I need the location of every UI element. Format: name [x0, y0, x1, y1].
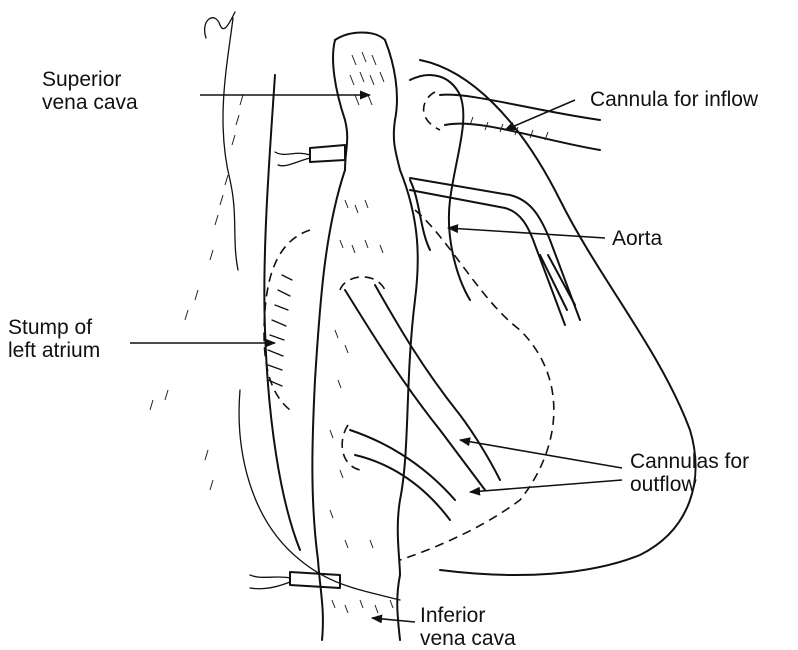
- stump-dashed-outline: [264, 230, 310, 410]
- svc-snare-ties: [275, 152, 310, 166]
- stump-suture-line: [268, 275, 292, 386]
- leader-outflow-2: [470, 480, 622, 492]
- atrium-left: [312, 170, 345, 560]
- clamp-jaws: [540, 255, 575, 310]
- ivc-snare-ties: [250, 575, 290, 589]
- label-outflow-line-1: Cannulas for: [630, 450, 749, 473]
- label-ivc-line-1: Inferior: [420, 604, 516, 627]
- heart-dashed-line: [400, 210, 554, 560]
- label-stump-line-1: Stump of: [8, 316, 100, 339]
- label-outflow-line-2: outflow: [630, 473, 749, 496]
- outflow-purse-string-1: [340, 277, 385, 290]
- label-ivc-line-2: vena cava: [420, 627, 516, 650]
- leader-outflow-1: [460, 440, 622, 468]
- label-svc-line-2: vena cava: [42, 91, 138, 114]
- svc-tourniquet: [310, 145, 345, 162]
- outflow-cannula-1-right: [375, 285, 500, 480]
- label-stump-line-2: left atrium: [8, 339, 100, 362]
- inflow-purse-string: [424, 92, 440, 130]
- label-superior-vena-cava: Superior vena cava: [42, 68, 138, 114]
- label-aorta: Aorta: [612, 227, 662, 250]
- leader-aorta: [448, 228, 605, 238]
- hatching: [150, 52, 548, 613]
- label-svc-line-1: Superior: [42, 68, 138, 91]
- label-cannula-for-inflow: Cannula for inflow: [590, 88, 758, 111]
- label-cannulas-for-outflow: Cannulas for outflow: [630, 450, 749, 496]
- chest-wall-edge: [264, 75, 300, 550]
- svc-top: [335, 33, 385, 41]
- ivc-left: [318, 560, 323, 640]
- label-stump-of-left-atrium: Stump of left atrium: [8, 316, 100, 362]
- suture-strand: [223, 18, 238, 270]
- ivc-right: [397, 575, 400, 640]
- atrium-right: [398, 170, 418, 575]
- svc-right: [385, 40, 400, 170]
- label-inferior-vena-cava: Inferior vena cava: [420, 604, 516, 650]
- leader-ivc: [372, 618, 415, 622]
- outflow-cannula-1-left: [345, 290, 485, 490]
